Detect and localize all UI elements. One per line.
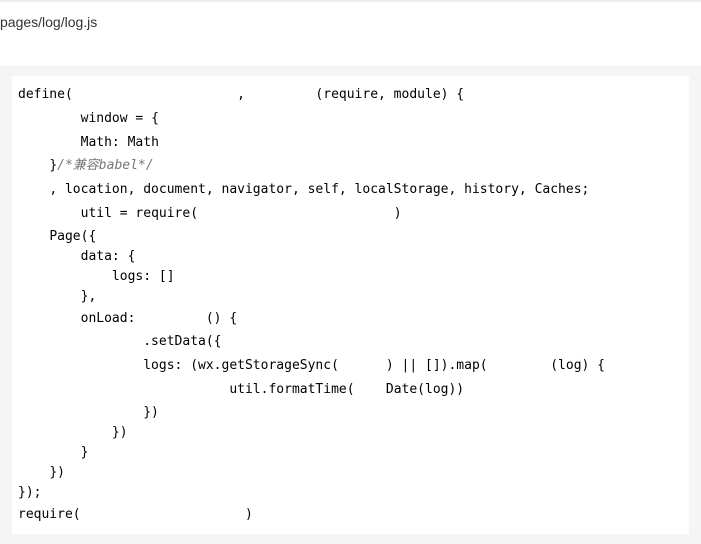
file-path-label: pages/log/log.js xyxy=(0,14,98,30)
code-line-4: }/*兼容babel*/ xyxy=(49,158,154,173)
code-block-container: define( , (require, module) { window = {… xyxy=(0,66,701,544)
code-line-2: window = { xyxy=(80,111,159,126)
code-comment: /*兼容babel*/ xyxy=(57,158,154,173)
code-line-13: logs: (wx.getStorageSync( ) || []).map( … xyxy=(143,358,606,373)
code-line-15: }) xyxy=(143,405,159,420)
top-divider xyxy=(0,0,701,2)
code-line-12: .setData({ xyxy=(143,334,222,349)
code-line-19: }); xyxy=(18,485,42,500)
code-line-18: }) xyxy=(49,465,65,480)
code-line-5: , location, document, navigator, self, l… xyxy=(49,182,590,197)
code-line-3: Math: Math xyxy=(80,135,159,150)
code-line-14: util.formatTime( Date(log)) xyxy=(229,382,465,397)
code-line-9: logs: [] xyxy=(111,269,175,284)
code-line-6: util = require( ) xyxy=(80,206,402,221)
code-line-11: onLoad: () { xyxy=(80,311,238,326)
code-line-8: data: { xyxy=(80,249,136,264)
code-line-20: require( ) xyxy=(18,507,253,522)
code-line-16: }) xyxy=(111,425,128,440)
code-line-10: }, xyxy=(80,289,97,304)
code-block: define( , (require, module) { window = {… xyxy=(12,76,689,534)
code-line-17: } xyxy=(80,445,89,460)
code-line-7: Page({ xyxy=(49,229,97,244)
code-line-1: define( , (require, module) { xyxy=(18,87,465,102)
